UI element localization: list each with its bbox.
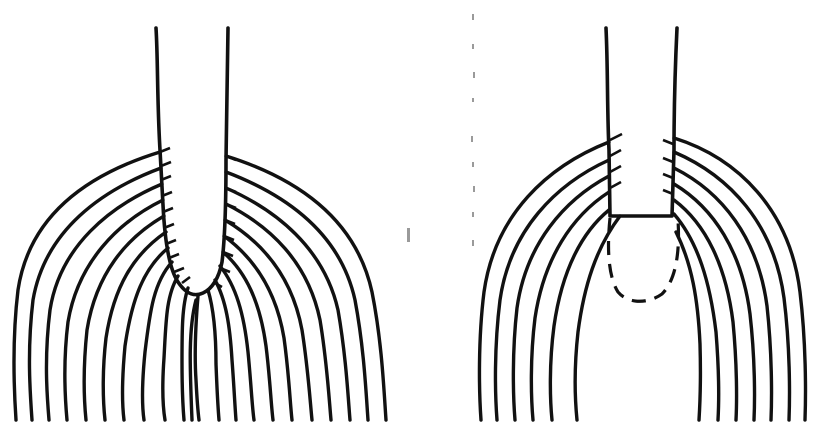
right-panel-right-flow-lines xyxy=(674,138,805,420)
right-tube-left-wall-ticks xyxy=(610,134,622,188)
left-panel-right-flow-lines xyxy=(208,156,386,420)
scan-specks xyxy=(407,14,475,246)
panel-right-flat-tip xyxy=(479,28,805,420)
right-panel-left-flow-lines xyxy=(479,142,620,420)
left-tube-outline xyxy=(156,28,228,295)
right-tube-outline xyxy=(606,28,677,216)
right-tube-dashed-tip xyxy=(609,218,679,301)
panel-left-rounded-tip xyxy=(14,28,386,420)
left-panel-center-strands xyxy=(190,296,199,420)
